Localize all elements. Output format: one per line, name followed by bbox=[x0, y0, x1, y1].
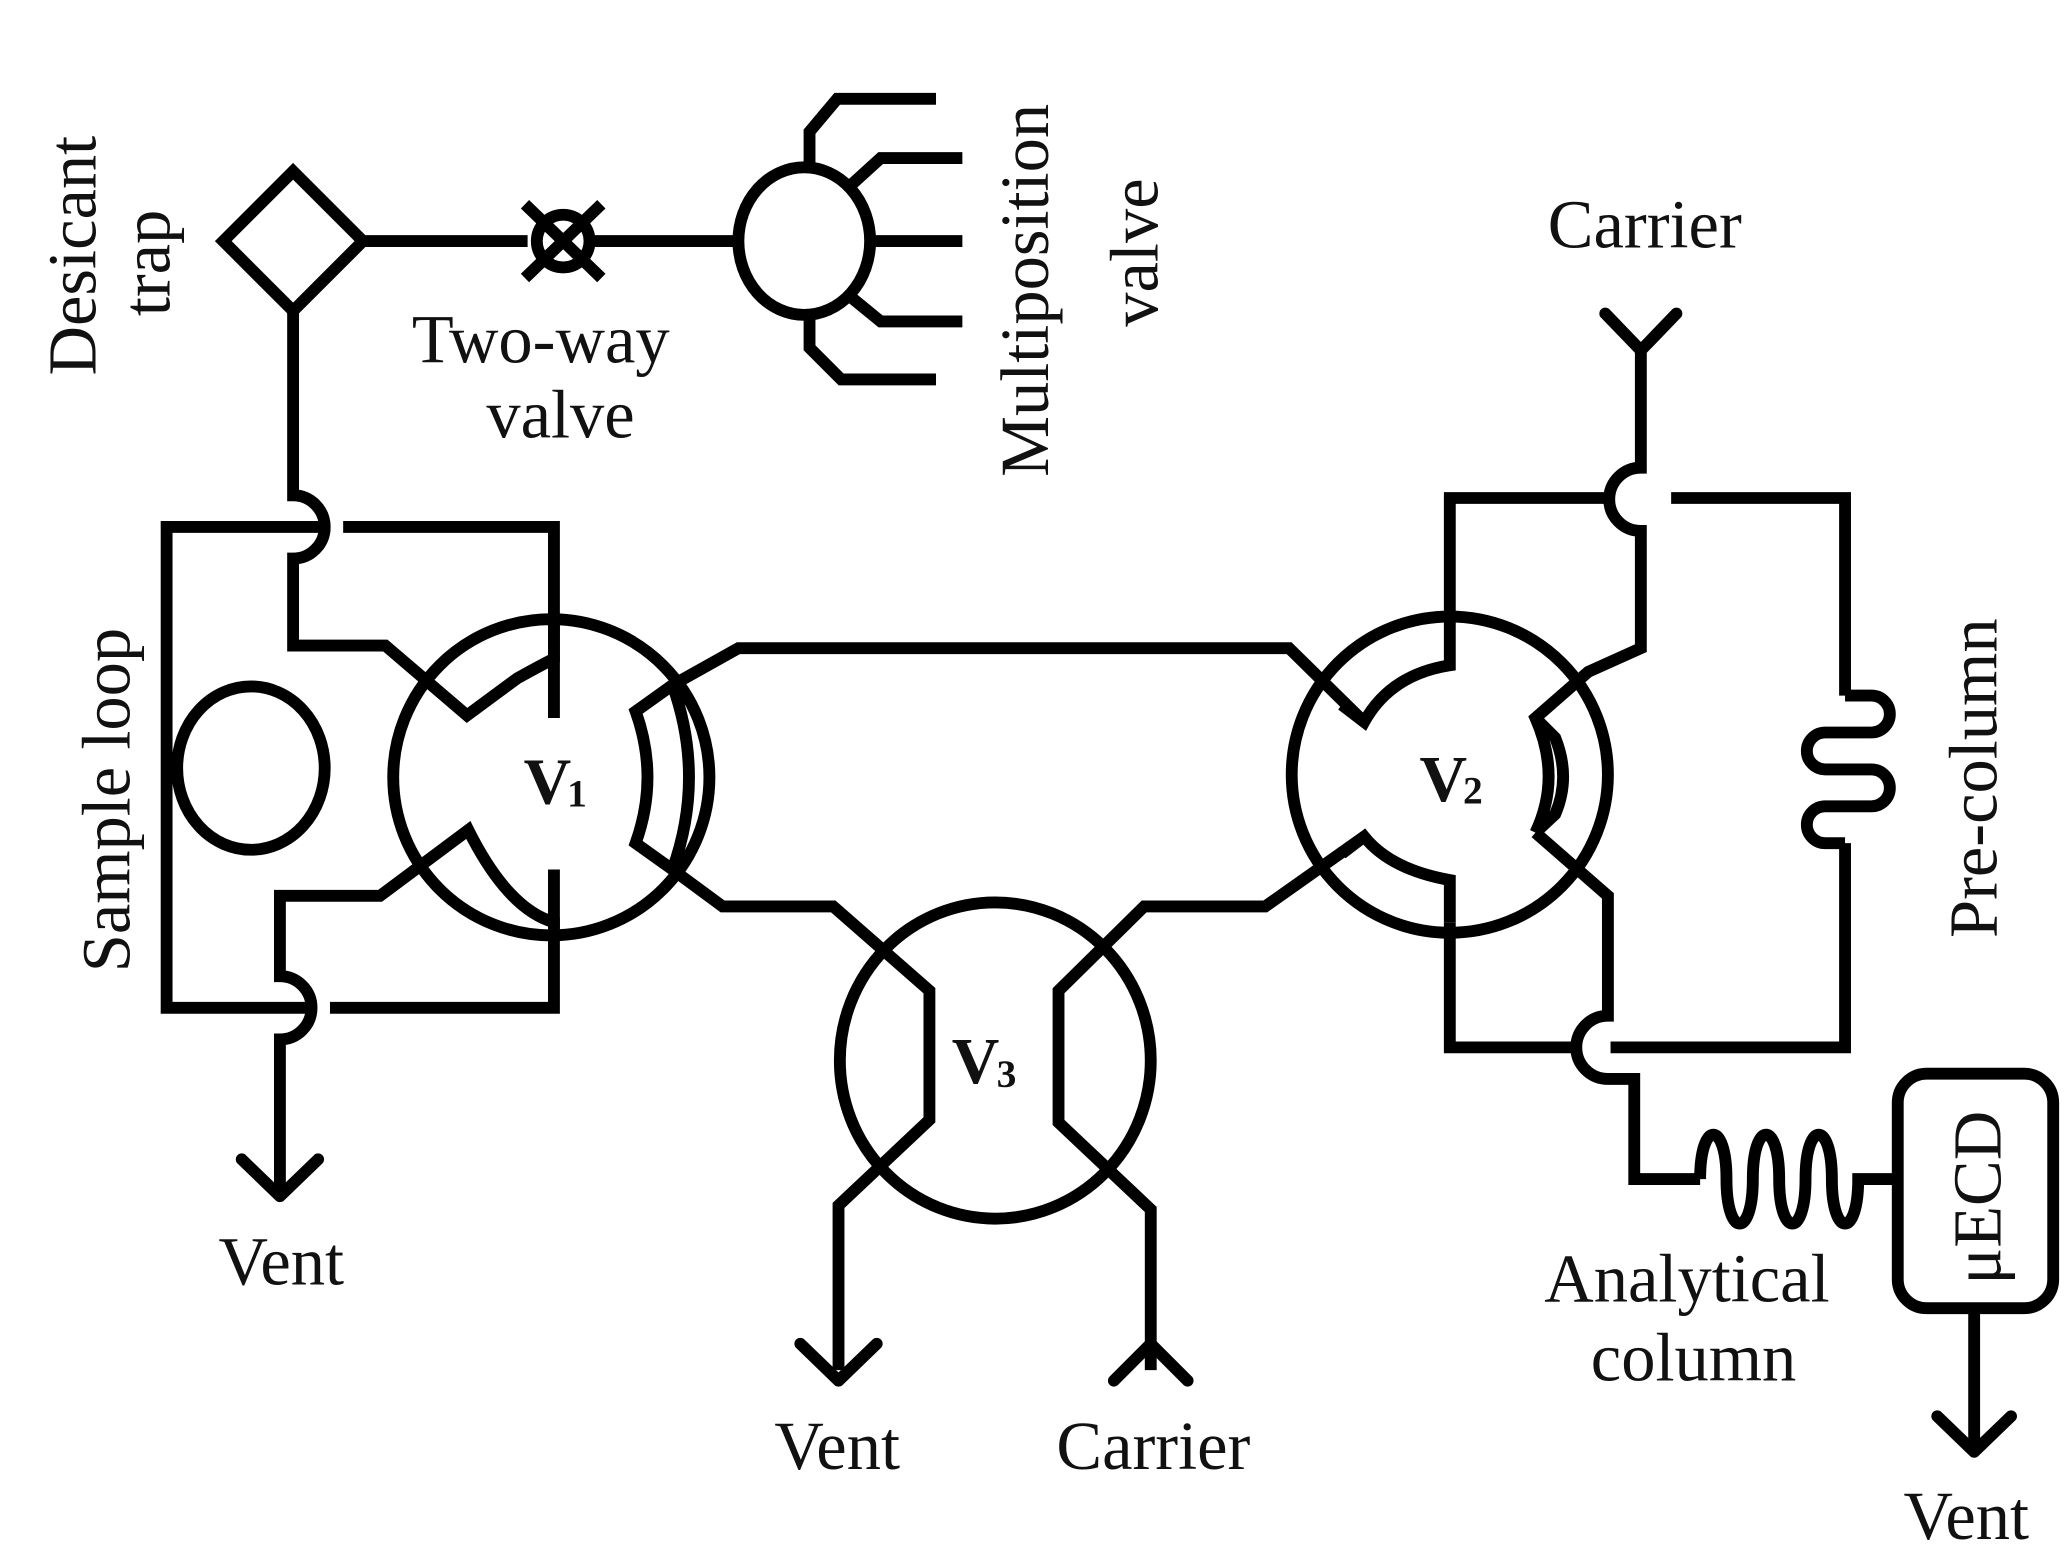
multiposition-valve-label-line2: valve bbox=[1096, 178, 1172, 326]
v3-label-sub: 3 bbox=[997, 1052, 1017, 1096]
v1-label: V bbox=[524, 746, 572, 819]
multiposition-valve[interactable] bbox=[732, 92, 963, 386]
line-trap-to-v1 bbox=[287, 310, 560, 723]
line-v1-to-v3 bbox=[669, 864, 936, 1371]
carrier-bottom-inlet-icon bbox=[1107, 1337, 1194, 1387]
two-way-valve-label-line2: valve bbox=[486, 376, 634, 452]
v2-label: V bbox=[1420, 743, 1468, 816]
analytical-column-label-line2: column bbox=[1591, 1320, 1796, 1396]
detector-box[interactable]: μECD bbox=[1891, 1067, 2060, 1315]
v1-valve[interactable]: V 1 bbox=[387, 613, 716, 942]
v3-label: V bbox=[952, 1025, 1000, 1098]
desiccant-trap-label-line2: trap bbox=[108, 210, 184, 317]
multiposition-valve-label-line1: Multiposition bbox=[987, 104, 1063, 477]
pre-column-coil bbox=[1800, 689, 1896, 850]
vent-left-label: Vent bbox=[218, 1224, 344, 1300]
line-v1-to-v2-top bbox=[669, 642, 1369, 727]
vent-left-arrow-icon bbox=[235, 1153, 325, 1203]
carrier-top-inlet-icon bbox=[1599, 307, 1683, 357]
pre-column-label: Pre-column bbox=[1936, 618, 2012, 938]
analytical-column-coil bbox=[1694, 1128, 1898, 1230]
v2-label-sub: 2 bbox=[1463, 769, 1483, 813]
line-carrier-to-v2 bbox=[1528, 350, 1647, 836]
sample-loop-label: Sample loop bbox=[69, 628, 145, 972]
analytical-column-label-line1: Analytical bbox=[1544, 1241, 1829, 1317]
vent-bottom-label: Vent bbox=[774, 1408, 900, 1484]
v2-valve[interactable]: V 2 bbox=[1285, 610, 1614, 939]
line-v3-to-v2 bbox=[1052, 831, 1368, 1371]
two-way-valve-label-line1: Two-way bbox=[412, 301, 670, 377]
vent-bottom-arrow-icon bbox=[794, 1337, 883, 1387]
line-v2-to-analytical bbox=[1531, 828, 1701, 1186]
vent-right-label: Vent bbox=[1903, 1478, 2029, 1548]
two-way-valve-icon[interactable] bbox=[520, 199, 606, 283]
detector-label: μECD bbox=[1940, 1111, 2016, 1285]
sample-loop-coil bbox=[171, 680, 331, 856]
carrier-bottom-label: Carrier bbox=[1056, 1408, 1250, 1484]
v3-valve[interactable]: V 3 bbox=[833, 896, 1157, 1225]
carrier-top-label: Carrier bbox=[1548, 187, 1742, 263]
desiccant-trap bbox=[214, 162, 372, 320]
precolumn-loop-box bbox=[1443, 492, 1851, 1054]
line-v1-to-vent-left bbox=[273, 821, 560, 1193]
sample-loop-box bbox=[160, 521, 560, 1014]
desiccant-trap-label-line1: Desicant bbox=[34, 136, 110, 376]
v1-label-sub: 1 bbox=[567, 771, 587, 815]
vent-right-arrow-icon bbox=[1931, 1410, 2017, 1458]
